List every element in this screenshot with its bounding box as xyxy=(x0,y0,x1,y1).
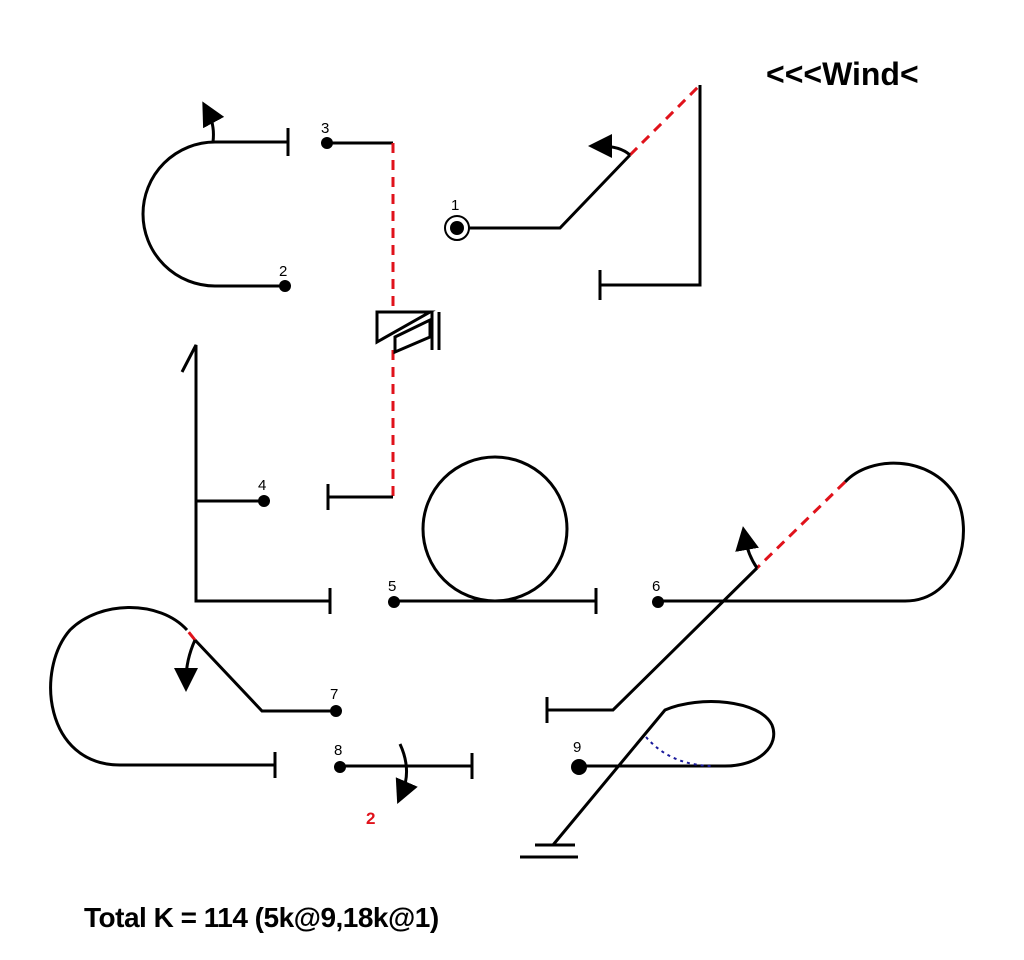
figure-number: 7 xyxy=(330,686,338,703)
figure-6: 6 xyxy=(545,461,965,723)
total-k-summary: Total K = 114 (5k@9,18k@1) xyxy=(84,902,439,933)
figure-3: 3 xyxy=(321,120,441,510)
figure-number: 1 xyxy=(451,197,459,214)
roll-arrow-icon xyxy=(395,743,418,805)
ground-symbol-icon xyxy=(520,843,578,859)
roll-arrow-icon xyxy=(174,639,199,692)
snap-roll-icon xyxy=(375,310,441,355)
roll-arrow-icon xyxy=(588,134,632,159)
figure-1: 1 xyxy=(444,83,702,300)
figure-number: 5 xyxy=(388,578,396,595)
figure-number: 6 xyxy=(652,578,660,595)
figure-5: 5 xyxy=(388,455,598,614)
figure-8: 2 8 xyxy=(334,742,474,828)
wind-direction-label: <<<Wind< xyxy=(766,56,919,92)
figure-number: 9 xyxy=(573,739,581,756)
figure-4: 4 xyxy=(180,344,332,614)
roll-count-annotation: 2 xyxy=(366,809,375,828)
figure-number: 8 xyxy=(334,742,342,759)
figure-number: 4 xyxy=(258,477,266,494)
roll-arrow-icon xyxy=(735,526,759,569)
figure-9: 9 xyxy=(520,700,776,859)
roll-arrow-icon xyxy=(202,101,225,143)
figure-2: 2 xyxy=(141,101,291,292)
figure-number: 2 xyxy=(279,263,287,280)
figure-number: 3 xyxy=(321,120,329,137)
figure-7: 7 xyxy=(49,606,342,778)
